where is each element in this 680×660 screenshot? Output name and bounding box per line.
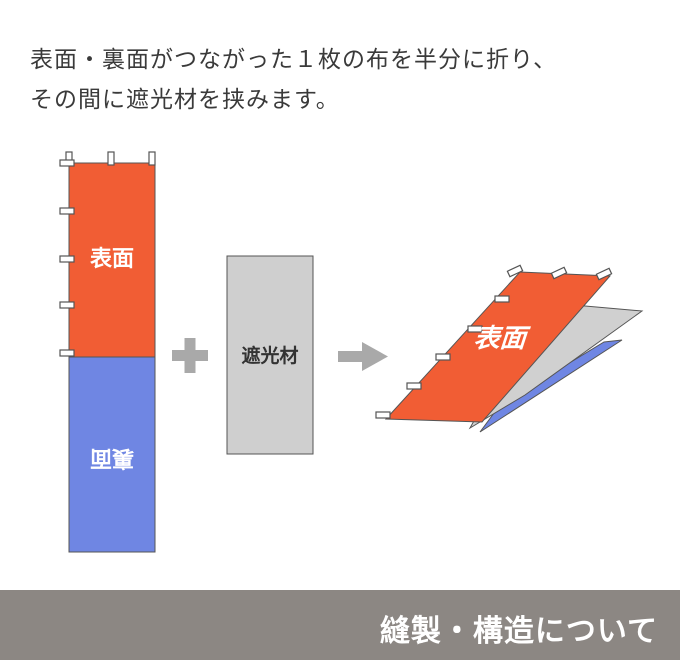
flat-banner-back-label: 裏面	[90, 445, 134, 471]
folded-banner-front-layer	[384, 271, 612, 423]
side-loop-1	[59, 159, 75, 167]
flat-banner-front-label: 表面	[90, 247, 134, 272]
side-loop-5	[59, 349, 75, 357]
footer-bar: 縫製・構造について	[0, 590, 680, 660]
top-loop-3	[148, 151, 156, 166]
description-line-2: その間に遮光材を挟みます。	[30, 87, 340, 113]
folded-loop-1	[506, 264, 524, 278]
structure-diagram: 表面 裏面 遮光材 表面	[59, 151, 644, 553]
flat-banner-back-panel	[68, 356, 156, 553]
folded-loop-6	[435, 353, 451, 361]
folded-loop-4	[494, 295, 510, 303]
side-loop-4	[59, 301, 75, 309]
folded-banner: 表面	[375, 264, 644, 433]
side-loop-2	[59, 207, 75, 215]
blackout-material-label: 遮光材	[241, 344, 298, 367]
folded-loop-3	[595, 267, 613, 281]
description: 表面・裏面がつながった１枚の布を半分に折り、 その間に遮光材を挟みます。	[30, 40, 660, 120]
description-line-1: 表面・裏面がつながった１枚の布を半分に折り、	[30, 47, 558, 73]
footer-title: 縫製・構造について	[379, 614, 658, 649]
folded-loop-7	[406, 382, 422, 390]
folded-loop-5	[467, 325, 483, 333]
folded-loop-2	[550, 266, 568, 280]
folded-banner-front-label: 表面	[471, 324, 533, 354]
blackout-material-sheet	[226, 255, 314, 455]
arrow-right-icon	[338, 342, 388, 371]
blackout-material: 遮光材	[226, 255, 314, 455]
side-loop-3	[59, 255, 75, 263]
flat-banner: 表面 裏面	[59, 151, 156, 553]
top-loop-2	[107, 151, 115, 166]
plus-icon	[172, 338, 208, 373]
folded-loop-8	[375, 411, 391, 419]
